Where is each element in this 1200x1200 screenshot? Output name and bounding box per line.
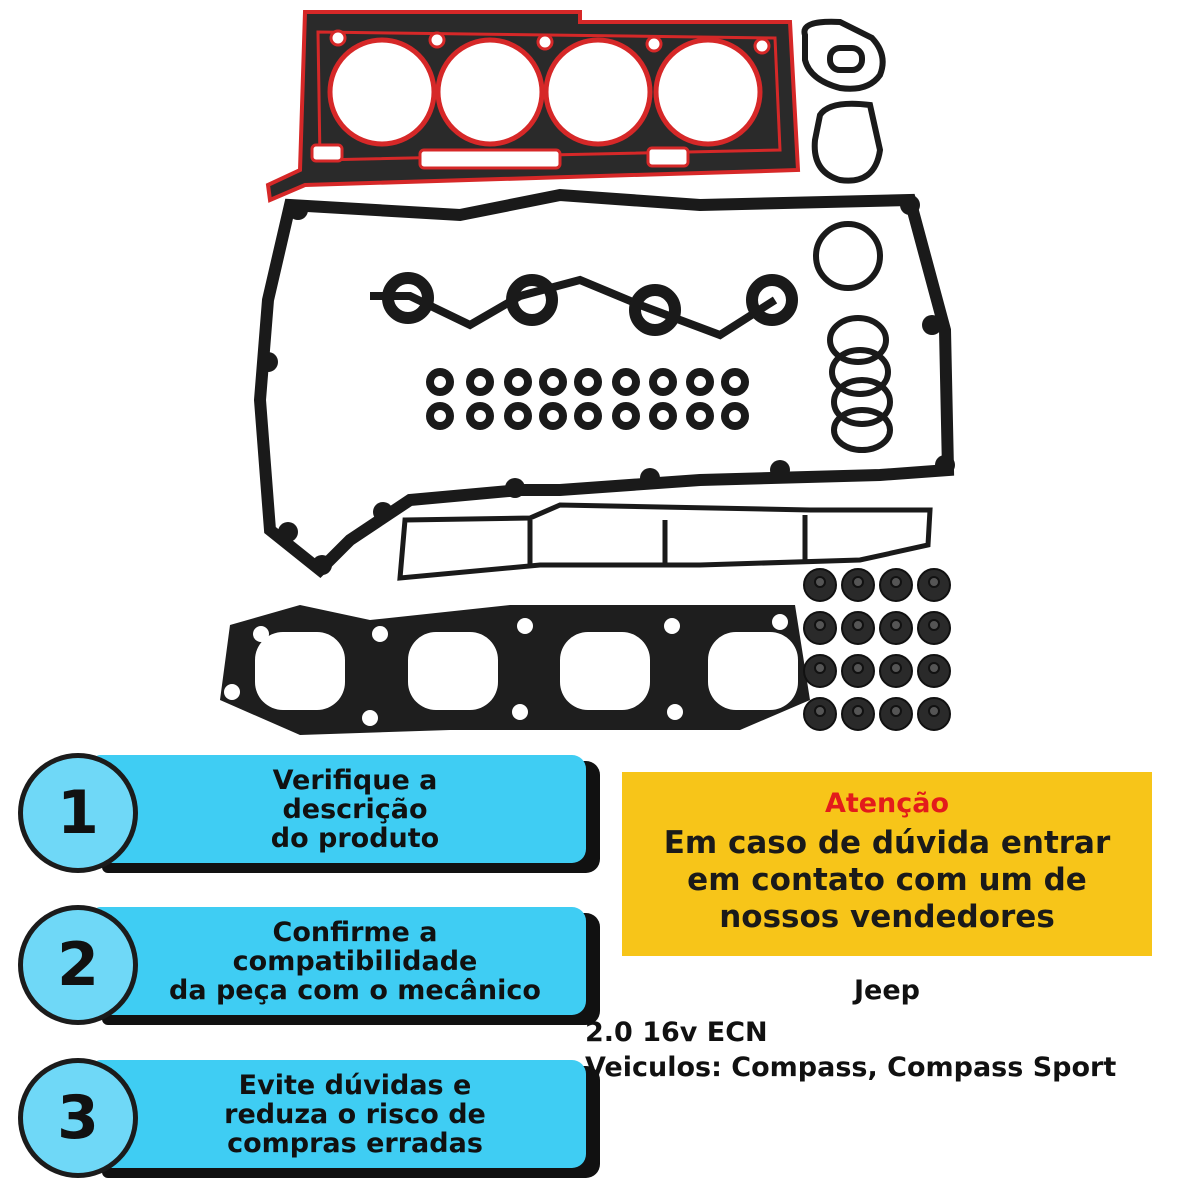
small-o-rings — [426, 368, 749, 430]
step-1-banner: Verifique a descrição do produto — [94, 755, 586, 863]
step-1-number: 1 — [57, 778, 99, 848]
valve-stem-seal-hole — [928, 662, 940, 674]
notice-text: Em caso de dúvida entrar em contato com … — [663, 825, 1111, 935]
engine-spec: 2.0 16v ECN — [585, 1017, 768, 1048]
step-3-number: 3 — [57, 1083, 99, 1153]
gasket-kit-image — [220, 10, 955, 735]
step-1-number-badge: 1 — [20, 755, 136, 871]
valve-stem-seal-hole — [814, 705, 826, 717]
valve-stem-seal-hole — [852, 705, 864, 717]
attention-notice: Atenção Em caso de dúvida entrar em cont… — [622, 772, 1152, 956]
valve-cover-gasket — [253, 188, 955, 579]
valve-stem-seal-hole — [814, 662, 826, 674]
head-gasket — [265, 10, 801, 203]
step-3: Evite dúvidas e reduza o risco de compra… — [18, 1058, 600, 1178]
large-o-rings — [813, 221, 893, 453]
exhaust-manifold-gasket — [220, 605, 810, 735]
step-2: Confirme a compatibilidade da peça com o… — [18, 905, 600, 1025]
valve-stem-seal-hole — [814, 619, 826, 631]
valve-stem-seal-hole — [852, 576, 864, 588]
valve-stem-seal-hole — [890, 705, 902, 717]
step-2-text: Confirme a compatibilidade da peça com o… — [169, 916, 541, 1006]
valve-stem-seal-hole — [928, 705, 940, 717]
valve-stem-seal-hole — [928, 576, 940, 588]
vehicle-brand: Jeep — [854, 975, 920, 1006]
compatible-vehicles: Veiculos: Compass, Compass Sport — [585, 1052, 1117, 1083]
step-1: Verifique a descrição do produto 1 — [18, 753, 600, 873]
step-2-banner: Confirme a compatibilidade da peça com o… — [94, 907, 586, 1015]
valve-stem-seal-hole — [890, 662, 902, 674]
valve-stem-seal-hole — [852, 619, 864, 631]
notice-title: Atenção — [824, 788, 950, 819]
valve-stem-seal-hole — [852, 662, 864, 674]
intake-manifold-gasket — [397, 502, 933, 581]
step-3-number-badge: 3 — [20, 1060, 136, 1176]
valve-stem-seal-hole — [814, 576, 826, 588]
valve-stem-seal-hole — [890, 619, 902, 631]
small-gaskets-top-right — [801, 18, 886, 184]
step-2-number-badge: 2 — [20, 907, 136, 1023]
valve-stem-seal-hole — [928, 619, 940, 631]
valve-stem-seals — [803, 568, 951, 731]
step-2-number: 2 — [57, 930, 99, 1000]
spark-plug-seals — [370, 272, 798, 340]
valve-stem-seal-hole — [890, 576, 902, 588]
step-3-banner: Evite dúvidas e reduza o risco de compra… — [94, 1060, 586, 1168]
step-1-text: Verifique a descrição do produto — [270, 764, 440, 854]
step-3-text: Evite dúvidas e reduza o risco de compra… — [224, 1069, 486, 1159]
